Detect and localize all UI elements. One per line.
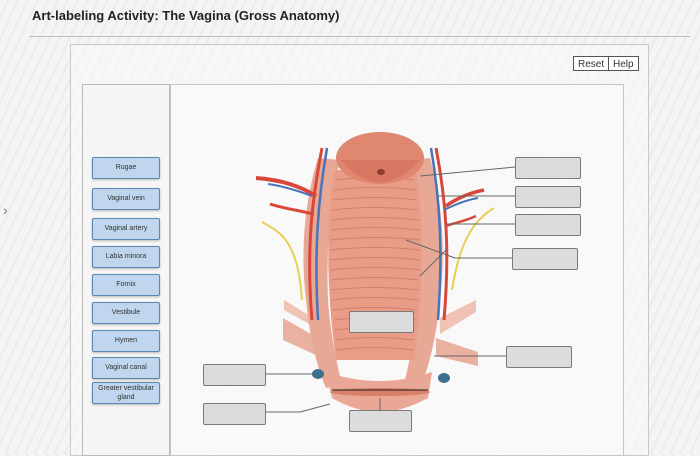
label-chip-hymen[interactable]: Hymen [92,330,160,352]
right-nerve [451,207,495,291]
right-vaginal-artery [434,147,449,321]
left-nerve [261,221,303,301]
page-title: Art-labeling Activity: The Vagina (Gross… [32,8,340,23]
left-greater-vestibular-gland [312,369,324,379]
label-chip-vaginal-vein[interactable]: Vaginal vein [92,188,160,210]
chevron-right-icon[interactable]: › [3,202,8,218]
right-tissue-slab [436,338,478,366]
left-vaginal-vein [315,147,329,321]
right-artery-branch [444,188,485,208]
right-artery-branch-lower [445,214,477,228]
label-chip-vaginal-artery[interactable]: Vaginal artery [92,218,160,240]
right-vein-branch [443,197,479,211]
label-chip-fornix[interactable]: Fornix [92,274,160,296]
left-artery-branch-mid [269,202,315,216]
drop-zone-6[interactable] [506,346,572,368]
drop-zone-7[interactable] [203,364,266,386]
drop-zone-8[interactable] [203,403,266,425]
left-vaginal-artery [308,147,324,321]
right-tissue-slab-upper [440,300,476,334]
drop-zone-2[interactable] [515,186,581,208]
left-vein-branch [267,183,313,197]
label-chip-labia-minora[interactable]: Labia minora [92,246,160,268]
right-greater-vestibular-gland [438,373,450,383]
label-chip-greater-vestibular-gland[interactable]: Greater vestibular gland [92,382,160,404]
left-tissue-slab [283,318,318,356]
vaginal-orifice [330,388,430,396]
drop-zone-3[interactable] [515,214,581,236]
right-vaginal-vein [429,147,442,321]
left-artery-branch-upper [255,176,318,198]
drop-zone-4[interactable] [512,248,578,270]
leader-lines [264,166,516,413]
label-chip-vestibule[interactable]: Vestibule [92,302,160,324]
drop-zone-1[interactable] [515,157,581,179]
drop-zone-5[interactable] [349,311,414,333]
help-button[interactable]: Help [608,56,639,71]
drop-zone-9[interactable] [349,410,412,432]
title-divider [30,36,690,37]
external-os [377,169,385,175]
label-chip-vaginal-canal[interactable]: Vaginal canal [92,357,160,379]
label-chip-rugae[interactable]: Rugae [92,157,160,179]
